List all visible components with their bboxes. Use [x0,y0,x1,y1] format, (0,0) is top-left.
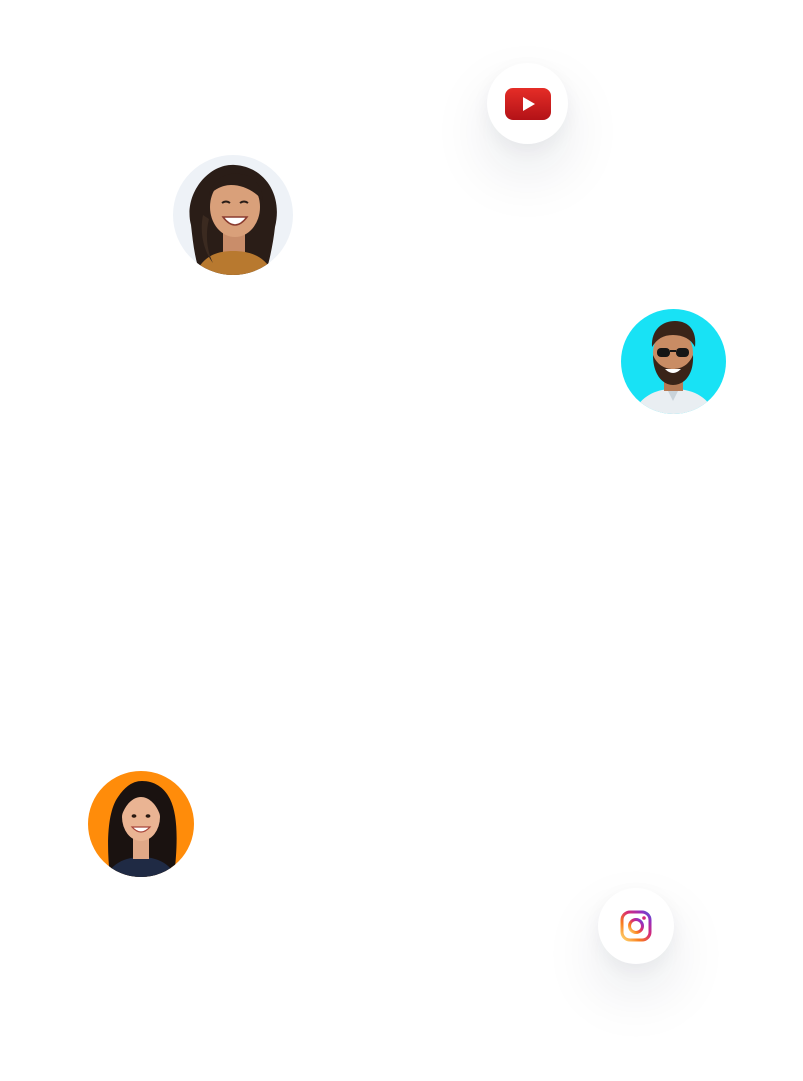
instagram-badge[interactable] [598,888,674,964]
youtube-icon [504,87,551,120]
instagram-icon [620,910,652,942]
avatar-woman-long-hair [173,155,293,275]
youtube-badge[interactable] [487,63,568,144]
avatar-woman-smiling [88,771,194,877]
avatar-man-sunglasses [621,309,726,414]
